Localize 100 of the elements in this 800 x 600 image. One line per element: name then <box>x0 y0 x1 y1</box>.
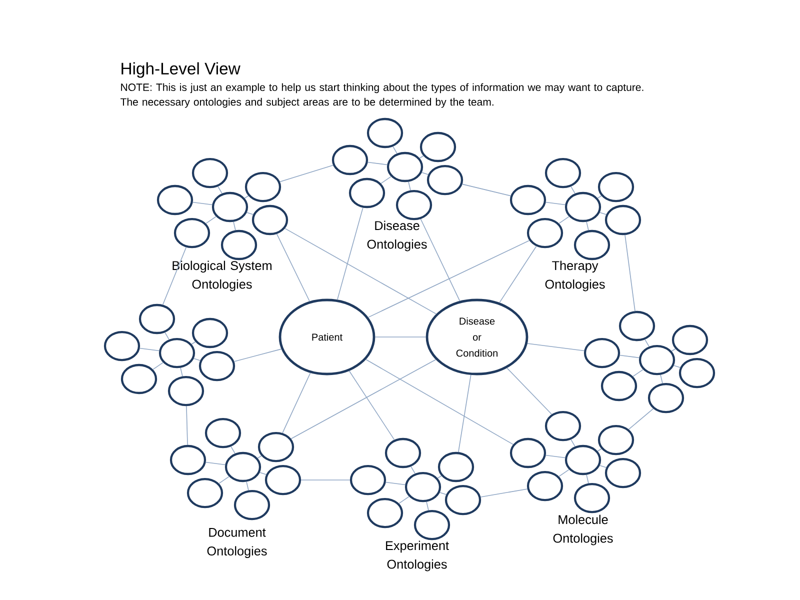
connector-line <box>570 439 576 447</box>
connector-line <box>233 221 236 231</box>
connector-line <box>290 359 436 440</box>
connector-line <box>660 374 663 384</box>
connector-line <box>244 195 249 199</box>
cluster-label: Experiment Ontologies <box>386 540 449 572</box>
circle-node <box>444 484 482 516</box>
circle-node <box>168 376 204 406</box>
circle-node <box>672 324 708 356</box>
connector-line <box>597 448 602 452</box>
circle-node <box>544 410 582 442</box>
connector-line <box>632 369 644 377</box>
circle-node <box>264 464 302 496</box>
connector-line <box>205 462 226 466</box>
circle-node <box>574 230 610 260</box>
title: High-Level View <box>122 62 240 78</box>
circle-node <box>186 478 224 508</box>
circle-node <box>526 470 564 502</box>
connector-line <box>191 341 196 345</box>
ellipse-node: Disease or Condition <box>426 298 528 376</box>
connector-line <box>624 234 636 312</box>
circle-node <box>204 418 242 448</box>
connector-line <box>673 365 681 368</box>
circle-node <box>384 438 422 468</box>
connector-line <box>246 481 249 491</box>
connector-line <box>527 343 585 352</box>
circle-node <box>600 370 638 402</box>
circle-node <box>120 364 158 394</box>
circle-node <box>158 338 196 368</box>
connector-line <box>426 501 429 511</box>
circle-node <box>598 172 634 202</box>
connector-line <box>458 374 472 452</box>
connector-line <box>499 246 537 304</box>
circle-node <box>332 144 368 176</box>
cluster-label: Disease Ontologies <box>367 220 427 252</box>
connector-line <box>586 474 589 484</box>
connector-line <box>506 368 552 415</box>
connector-line <box>374 336 426 338</box>
circle-node <box>426 164 464 196</box>
connector-line <box>192 202 213 206</box>
connector-line <box>180 367 183 377</box>
circle-node <box>234 490 270 520</box>
circle-node <box>350 464 386 496</box>
circle-node <box>366 118 404 148</box>
circle-node <box>212 192 248 222</box>
circle-node <box>170 444 206 476</box>
circle-node <box>618 310 656 342</box>
connector-line <box>421 172 429 175</box>
connector-line <box>193 358 201 361</box>
connector-line <box>480 488 528 498</box>
connector-line <box>599 212 607 215</box>
circle-node <box>510 438 546 468</box>
connector-line <box>439 492 447 495</box>
circle-node <box>138 304 176 334</box>
circle-node <box>104 330 140 362</box>
connector-line <box>186 406 188 446</box>
circle-node <box>404 472 442 502</box>
connector-line <box>282 372 311 434</box>
ellipse-node: Patient <box>278 298 376 376</box>
circle-node <box>574 482 610 514</box>
connector-line <box>597 195 602 199</box>
note-text: NOTE: This is just an example to help us start thinking about the types of information we may want to capture. The necessary ontologies and subject areas are to be determined by the team. <box>120 83 644 108</box>
connector-line <box>139 348 160 352</box>
circle-node <box>564 444 602 476</box>
connector-line <box>628 408 654 430</box>
connector-line <box>367 162 388 166</box>
circle-node <box>438 452 474 482</box>
connector-line <box>284 228 437 314</box>
circle-node <box>252 204 288 236</box>
connector-line <box>366 359 514 445</box>
cluster-label: Molecule Ontologies <box>553 514 613 546</box>
connector-line <box>644 339 650 347</box>
circle-node <box>638 344 676 376</box>
circle-node <box>198 350 236 382</box>
connector-line <box>259 472 267 475</box>
connector-line <box>152 362 164 370</box>
circle-node <box>396 190 432 220</box>
connector-line <box>599 465 607 468</box>
connector-line <box>218 476 230 484</box>
connector-line <box>586 221 589 231</box>
circle-node <box>192 318 228 348</box>
circle-node <box>526 218 564 248</box>
circle-node <box>174 218 210 248</box>
connector-line <box>336 207 364 300</box>
connector-line <box>257 455 262 459</box>
connector-line <box>462 184 512 196</box>
circle-node <box>604 458 642 488</box>
connector-line <box>234 348 282 362</box>
connector-line <box>545 202 566 206</box>
circle-node <box>258 432 294 462</box>
circle-node <box>156 184 194 216</box>
connector-line <box>570 186 576 194</box>
connector-line <box>164 332 170 340</box>
connector-line <box>368 240 530 318</box>
connector-line <box>545 454 566 458</box>
circle-node <box>510 184 546 216</box>
circle-node <box>366 498 404 528</box>
connector-line <box>420 218 460 302</box>
circle-node <box>678 358 716 388</box>
circle-node <box>604 204 642 236</box>
